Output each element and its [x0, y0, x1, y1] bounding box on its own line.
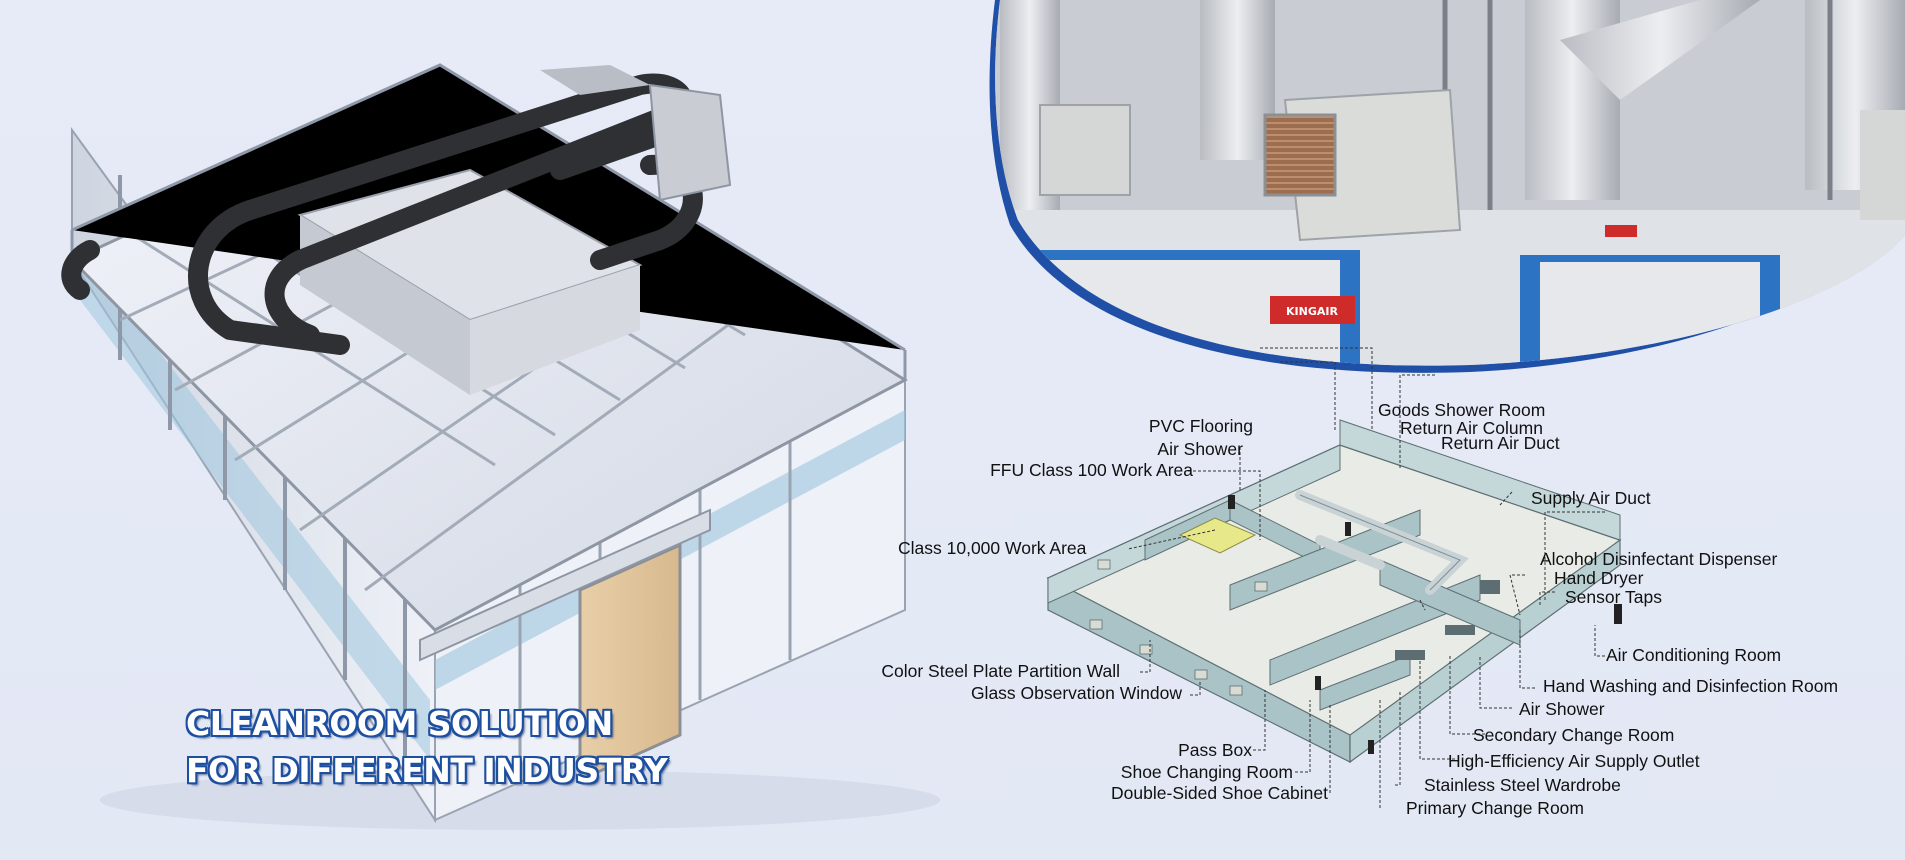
label-goods-shower-room: Goods Shower Room	[1378, 400, 1546, 420]
label-pvc-flooring: PVC Flooring	[1148, 416, 1253, 436]
label-stainless-wardrobe: Stainless Steel Wardrobe	[1424, 775, 1621, 795]
label-supply-air-duct: Supply Air Duct	[1531, 488, 1651, 508]
label-hand-washing-room: Hand Washing and Disinfection Room	[1543, 676, 1839, 696]
brand-plate: KINGAIR	[1286, 305, 1338, 318]
label-shoe-cabinet: Double-Sided Shoe Cabinet	[1111, 783, 1328, 803]
label-air-shower-top: Air Shower	[1157, 439, 1243, 459]
label-partition-wall: Color Steel Plate Partition Wall	[881, 661, 1120, 681]
label-observation-window: Glass Observation Window	[970, 683, 1182, 703]
label-alcohol-dispenser: Alcohol Disinfectant Dispenser	[1540, 549, 1778, 569]
label-class-10000-area: Class 10,000 Work Area	[898, 538, 1087, 558]
headline: CLEANROOM SOLUTION FOR DIFFERENT INDUSTR…	[186, 700, 668, 794]
label-return-air-column: Return Air Column	[1400, 418, 1543, 438]
air-handling-units-photo: KINGAIR	[989, 0, 1905, 373]
label-return-air-duct: Return Air Duct	[1441, 433, 1560, 453]
label-air-conditioning-room: Air Conditioning Room	[1606, 645, 1782, 665]
label-shoe-changing-room: Shoe Changing Room	[1120, 762, 1293, 782]
label-sensor-taps: Sensor Taps	[1565, 587, 1662, 607]
label-hand-dryer: Hand Dryer	[1554, 568, 1644, 588]
headline-line-2: FOR DIFFERENT INDUSTRY	[186, 751, 668, 790]
label-air-shower-bottom: Air Shower	[1519, 699, 1605, 719]
label-pass-box: Pass Box	[1178, 740, 1252, 760]
label-ffu-work-area: FFU Class 100 Work Area	[990, 460, 1193, 480]
cleanroom-3d-render	[61, 63, 940, 830]
headline-line-1: CLEANROOM SOLUTION	[186, 704, 613, 743]
label-secondary-change-room: Secondary Change Room	[1473, 725, 1675, 745]
cleanroom-layout-diagram	[1046, 347, 1622, 808]
label-air-supply-outlet: High-Efficiency Air Supply Outlet	[1448, 751, 1700, 771]
label-primary-change-room: Primary Change Room	[1406, 798, 1584, 818]
